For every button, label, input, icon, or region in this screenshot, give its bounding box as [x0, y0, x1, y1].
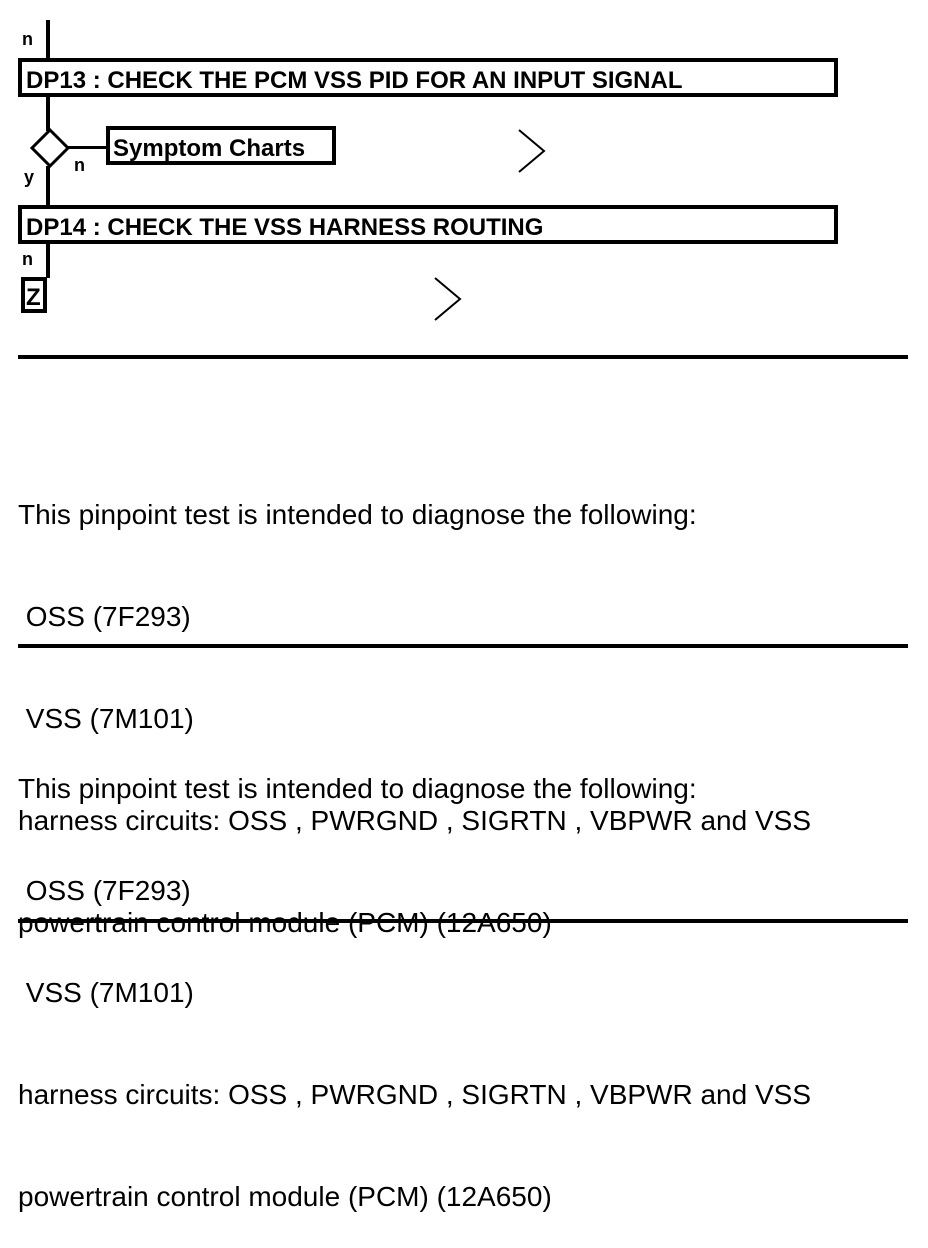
flag-no: n: [22, 249, 33, 269]
chevron-right-icon[interactable]: [430, 276, 464, 322]
connector-line: [46, 244, 50, 278]
end-marker-label: Z: [26, 284, 41, 311]
symptom-charts-label: Symptom Charts: [113, 135, 306, 162]
connector-line: [46, 166, 50, 206]
info-item: powertrain control module (PCM) (12A650): [18, 1181, 552, 1212]
flag-no: n: [74, 155, 85, 175]
info-intro: This pinpoint test is intended to diagno…: [18, 499, 697, 530]
step-title: DP14 : CHECK THE VSS HARNESS ROUTING: [26, 214, 544, 241]
divider: [18, 644, 908, 648]
decision-diamond: [30, 128, 70, 168]
info-block: This pinpoint test is intended to diagno…: [18, 430, 811, 974]
info-intro: This pinpoint test is intended to diagno…: [18, 773, 697, 804]
info-item: harness circuits: OSS , PWRGND , SIGRTN …: [18, 1079, 812, 1110]
divider: [18, 355, 908, 359]
connector-line: [46, 97, 50, 131]
info-item: VSS (7M101): [18, 977, 194, 1008]
end-marker-z[interactable]: Z: [21, 277, 47, 313]
flag-yes: y: [24, 167, 35, 187]
step-box-dp14[interactable]: DP14 : CHECK THE VSS HARNESS ROUTING: [18, 205, 838, 244]
info-item: OSS (7F293): [18, 601, 191, 632]
flag-no: n: [22, 29, 33, 49]
step-box-dp13[interactable]: DP13 : CHECK THE PCM VSS PID FOR AN INPU…: [18, 58, 838, 97]
info-item: VSS (7M101): [18, 703, 194, 734]
connector-line: [46, 20, 50, 58]
connector-line: [68, 146, 108, 149]
info-block: This pinpoint test is intended to diagno…: [18, 704, 811, 1248]
info-item: harness circuits: OSS , PWRGND , SIGRTN …: [18, 805, 812, 836]
symptom-charts-link[interactable]: Symptom Charts: [106, 126, 336, 165]
step-title: DP13 : CHECK THE PCM VSS PID FOR AN INPU…: [26, 67, 683, 94]
info-item: OSS (7F293): [18, 875, 191, 906]
divider: [18, 919, 908, 923]
chevron-right-icon[interactable]: [514, 128, 548, 174]
